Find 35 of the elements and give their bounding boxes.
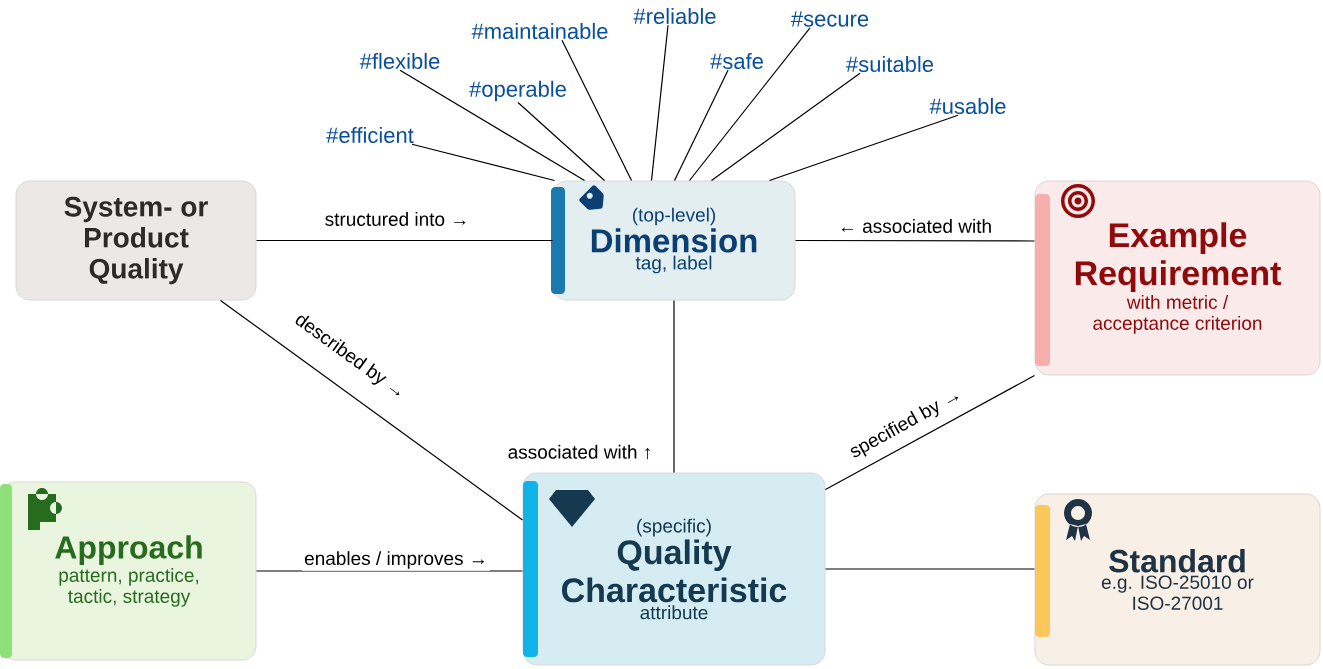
connector-line [673,299,675,474]
edge-label: ← associated with [835,217,995,235]
edge-label: associated with ↑ [505,442,655,462]
hashtag-label: #reliable [633,7,716,25]
connector-line [255,570,524,572]
edge-label: enables / improves → [302,549,490,571]
concept-card: (top-level) Dimension tag, label [552,180,796,301]
leader-line [673,69,729,182]
edge-label: structured into → [322,210,472,228]
hashtag-label: #usable [929,97,1006,115]
leader-line [411,143,556,182]
leader-line [561,39,633,182]
connector-line [255,239,554,242]
connector-line [824,374,1036,491]
connector-line [794,239,1036,242]
leader-line [688,27,811,182]
leader-line [768,114,959,182]
hashtag-label: #efficient [326,126,414,144]
leader-line [517,101,606,182]
connector-line [824,568,1036,570]
hashtag-label: #secure [790,11,869,27]
concept-card: (specific) Quality Characteristic attribute [522,472,826,666]
concept-card: Standard e.g. ISO-25010 or ISO-27001 [1034,493,1321,666]
concept-card: Example Requirement with metric / acceptance criterion [1034,180,1321,376]
leader-line [650,24,669,182]
leader-line [710,72,861,182]
leader-line [399,69,586,182]
concept-card: System- or Product Quality [15,180,257,301]
hashtag-label: #suitable [846,55,934,73]
hashtag-label: #flexible [359,52,440,70]
connector-line [219,299,524,521]
hashtag-label: #safe [710,52,763,70]
concept-card: Approach pattern, practice, tactic, strategy [1,481,257,661]
hashtag-label: #maintainable [471,22,608,40]
hashtag-label: #operable [469,80,566,102]
